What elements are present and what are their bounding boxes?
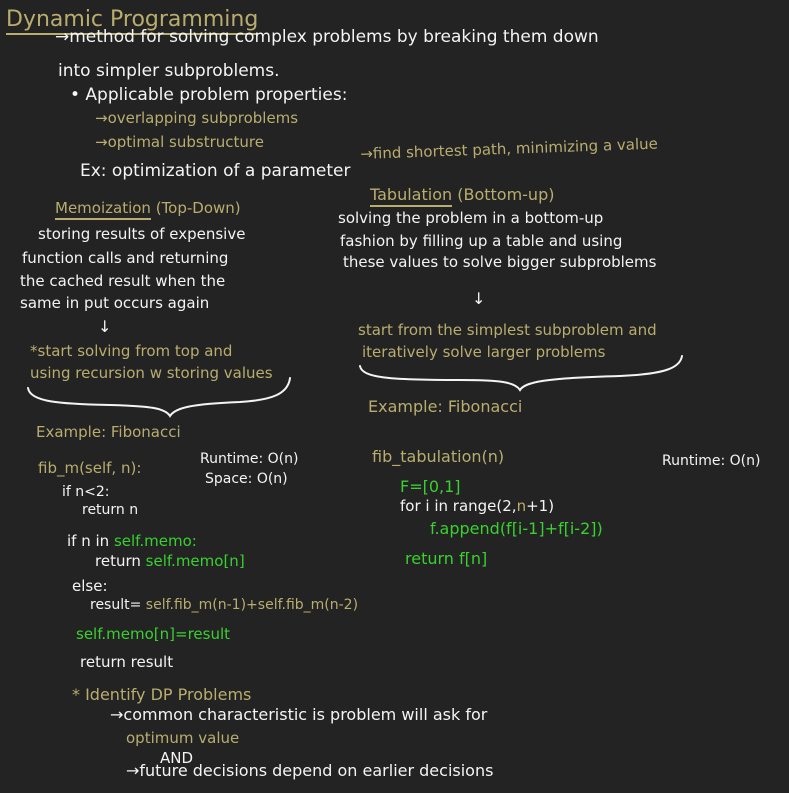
memoization-desc-2: function calls and returning xyxy=(22,249,229,267)
memoization-desc-3: the cached result when the xyxy=(20,272,226,290)
memo-return-keyword: return xyxy=(95,552,141,570)
memo-assign-line: self.memo[n]=result xyxy=(76,625,231,643)
memoization-start-2: using recursion w storing values xyxy=(30,364,273,382)
identify-line-1: →common characteristic is problem will a… xyxy=(110,705,488,724)
memo-if-memo-target: self.memo: xyxy=(113,532,197,550)
tab-for-loop-end: +1) xyxy=(526,497,555,515)
memoization-title-text: Memoization xyxy=(55,199,151,220)
tabulation-example: Example: Fibonacci xyxy=(368,397,523,416)
tab-append: f.append(f[i-1]+f[i-2]) xyxy=(430,519,603,538)
tab-f-init: F=[0,1] xyxy=(400,477,461,496)
properties-header: • Applicable problem properties: xyxy=(70,85,348,105)
tabulation-start-2: iteratively solve larger problems xyxy=(362,343,606,361)
tab-for-loop-start: for i in range(2, xyxy=(400,497,517,515)
memoization-desc-4: same in put occurs again xyxy=(20,294,210,312)
memoization-brace xyxy=(27,377,291,418)
memoization-arrow: ↓ xyxy=(98,317,112,336)
tabulation-title-paren: (Bottom-up) xyxy=(457,185,555,204)
tabulation-desc-3: these values to solve bigger subproblems xyxy=(343,253,657,271)
tabulation-desc-1: solving the problem in a bottom-up xyxy=(338,209,604,227)
tab-function-signature: fib_tabulation(n) xyxy=(372,447,505,466)
memo-return-n: return n xyxy=(82,502,139,518)
tab-for-loop-n: n xyxy=(516,497,527,515)
memoization-title-paren: (Top-Down) xyxy=(155,199,241,217)
tabulation-brace xyxy=(359,355,683,392)
memo-runtime: Runtime: O(n) xyxy=(200,451,299,467)
memoization-title: Memoization (Top-Down) xyxy=(55,199,241,220)
memo-result-keyword: result= xyxy=(90,597,142,613)
page-title: Dynamic Programming xyxy=(6,7,259,36)
memo-space: Space: O(n) xyxy=(205,471,288,487)
memo-result-line: result= self.fib_m(n-1)+self.fib_m(n-2) xyxy=(90,597,359,613)
tabulation-arrow: ↓ xyxy=(472,289,486,308)
memo-function-signature: fib_m(self, n): xyxy=(38,459,142,477)
identify-and: AND xyxy=(160,749,194,767)
memo-if-base: if n<2: xyxy=(62,484,110,500)
tabulation-title-text: Tabulation xyxy=(370,185,453,207)
memo-return-target: self.memo[n] xyxy=(145,552,245,570)
identify-line-3: →future decisions depend on earlier deci… xyxy=(126,761,494,780)
memoization-desc-1: storing results of expensive xyxy=(38,225,246,243)
memoization-example: Example: Fibonacci xyxy=(36,423,181,441)
memo-return-result: return result xyxy=(80,653,174,671)
property-overlapping: →overlapping subproblems xyxy=(95,109,299,127)
memo-result-expression: self.fib_m(n-1)+self.fib_m(n-2) xyxy=(145,597,359,613)
tabulation-start-1: start from the simplest subproblem and xyxy=(358,321,657,339)
example-line: Ex: optimization of a parameter xyxy=(80,161,351,181)
memo-return-memo: return self.memo[n] xyxy=(95,553,245,570)
intro-line-2: into simpler subproblems. xyxy=(58,61,280,81)
identify-line-2: optimum value xyxy=(126,729,240,747)
memo-if-memo-keyword: if n in xyxy=(67,532,110,550)
identify-title: * Identify DP Problems xyxy=(72,685,252,704)
tabulation-title: Tabulation (Bottom-up) xyxy=(370,185,555,207)
tabulation-desc-2: fashion by filling up a table and using xyxy=(340,232,623,250)
memo-if-memo: if n in self.memo: xyxy=(67,533,197,550)
memoization-start-1: *start solving from top and xyxy=(30,342,233,360)
tab-return: return f[n] xyxy=(405,549,488,568)
memo-else: else: xyxy=(72,577,108,595)
property-optimal: →optimal substructure xyxy=(95,133,264,151)
intro-line-1: →method for solving complex problems by … xyxy=(55,27,599,47)
tab-runtime: Runtime: O(n) xyxy=(662,453,761,469)
tab-for-loop: for i in range(2,n+1) xyxy=(400,498,554,515)
